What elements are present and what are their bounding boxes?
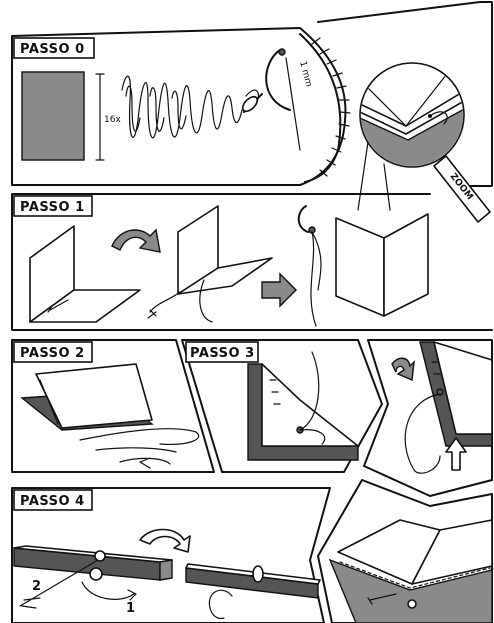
panel-step-3: PASSO 3 bbox=[182, 340, 382, 472]
spine-bar-right bbox=[186, 564, 320, 598]
step-4-label: PASSO 4 bbox=[20, 494, 85, 509]
hand-motion-2 bbox=[209, 590, 232, 618]
hand-motion-1 bbox=[82, 582, 136, 600]
coiled-thread-inner bbox=[126, 86, 186, 131]
panel-step-4: PASSO 4 1 2 bbox=[12, 488, 330, 623]
needle-icon bbox=[240, 90, 262, 114]
length-bracket bbox=[96, 74, 104, 160]
step-1-label: PASSO 1 bbox=[20, 200, 85, 215]
curved-down-arrow-icon bbox=[392, 358, 414, 380]
step-3-label: PASSO 3 bbox=[190, 346, 255, 361]
ruler-ticks bbox=[312, 38, 350, 176]
rotate-arrow-icon bbox=[140, 530, 190, 553]
hand-two-text: 2 bbox=[32, 579, 42, 594]
panel-finished-book bbox=[318, 480, 492, 623]
paper-sheet bbox=[22, 72, 84, 160]
panel-step-2: PASSO 2 bbox=[12, 340, 214, 472]
motion-lines bbox=[80, 429, 199, 468]
panel-step-0: PASSO 0 16x 1 mm bbox=[12, 28, 350, 185]
panel-step-3b bbox=[364, 340, 492, 496]
thread-length-text: 16x bbox=[104, 115, 121, 125]
panel-step-1: PASSO 1 bbox=[12, 194, 492, 330]
open-book bbox=[336, 214, 428, 316]
cover-corner-b bbox=[420, 342, 492, 446]
right-arrow-icon bbox=[262, 274, 296, 306]
hand-one-text: 1 bbox=[126, 601, 136, 616]
finished-book bbox=[330, 520, 492, 623]
step-2-label: PASSO 2 bbox=[20, 346, 85, 361]
thread-loop bbox=[405, 394, 440, 473]
ruler-line bbox=[286, 58, 300, 150]
ruler-arc bbox=[300, 34, 340, 182]
curved-arrow-icon bbox=[112, 230, 160, 252]
folded-card-2 bbox=[148, 206, 272, 322]
needle-size-text: 1 mm bbox=[297, 60, 313, 88]
book-with-cover bbox=[22, 364, 152, 430]
cover-corner bbox=[248, 352, 358, 460]
step-0-label: PASSO 0 bbox=[20, 42, 85, 57]
needle-eye bbox=[279, 49, 285, 55]
hanging-needle-icon bbox=[299, 206, 321, 326]
